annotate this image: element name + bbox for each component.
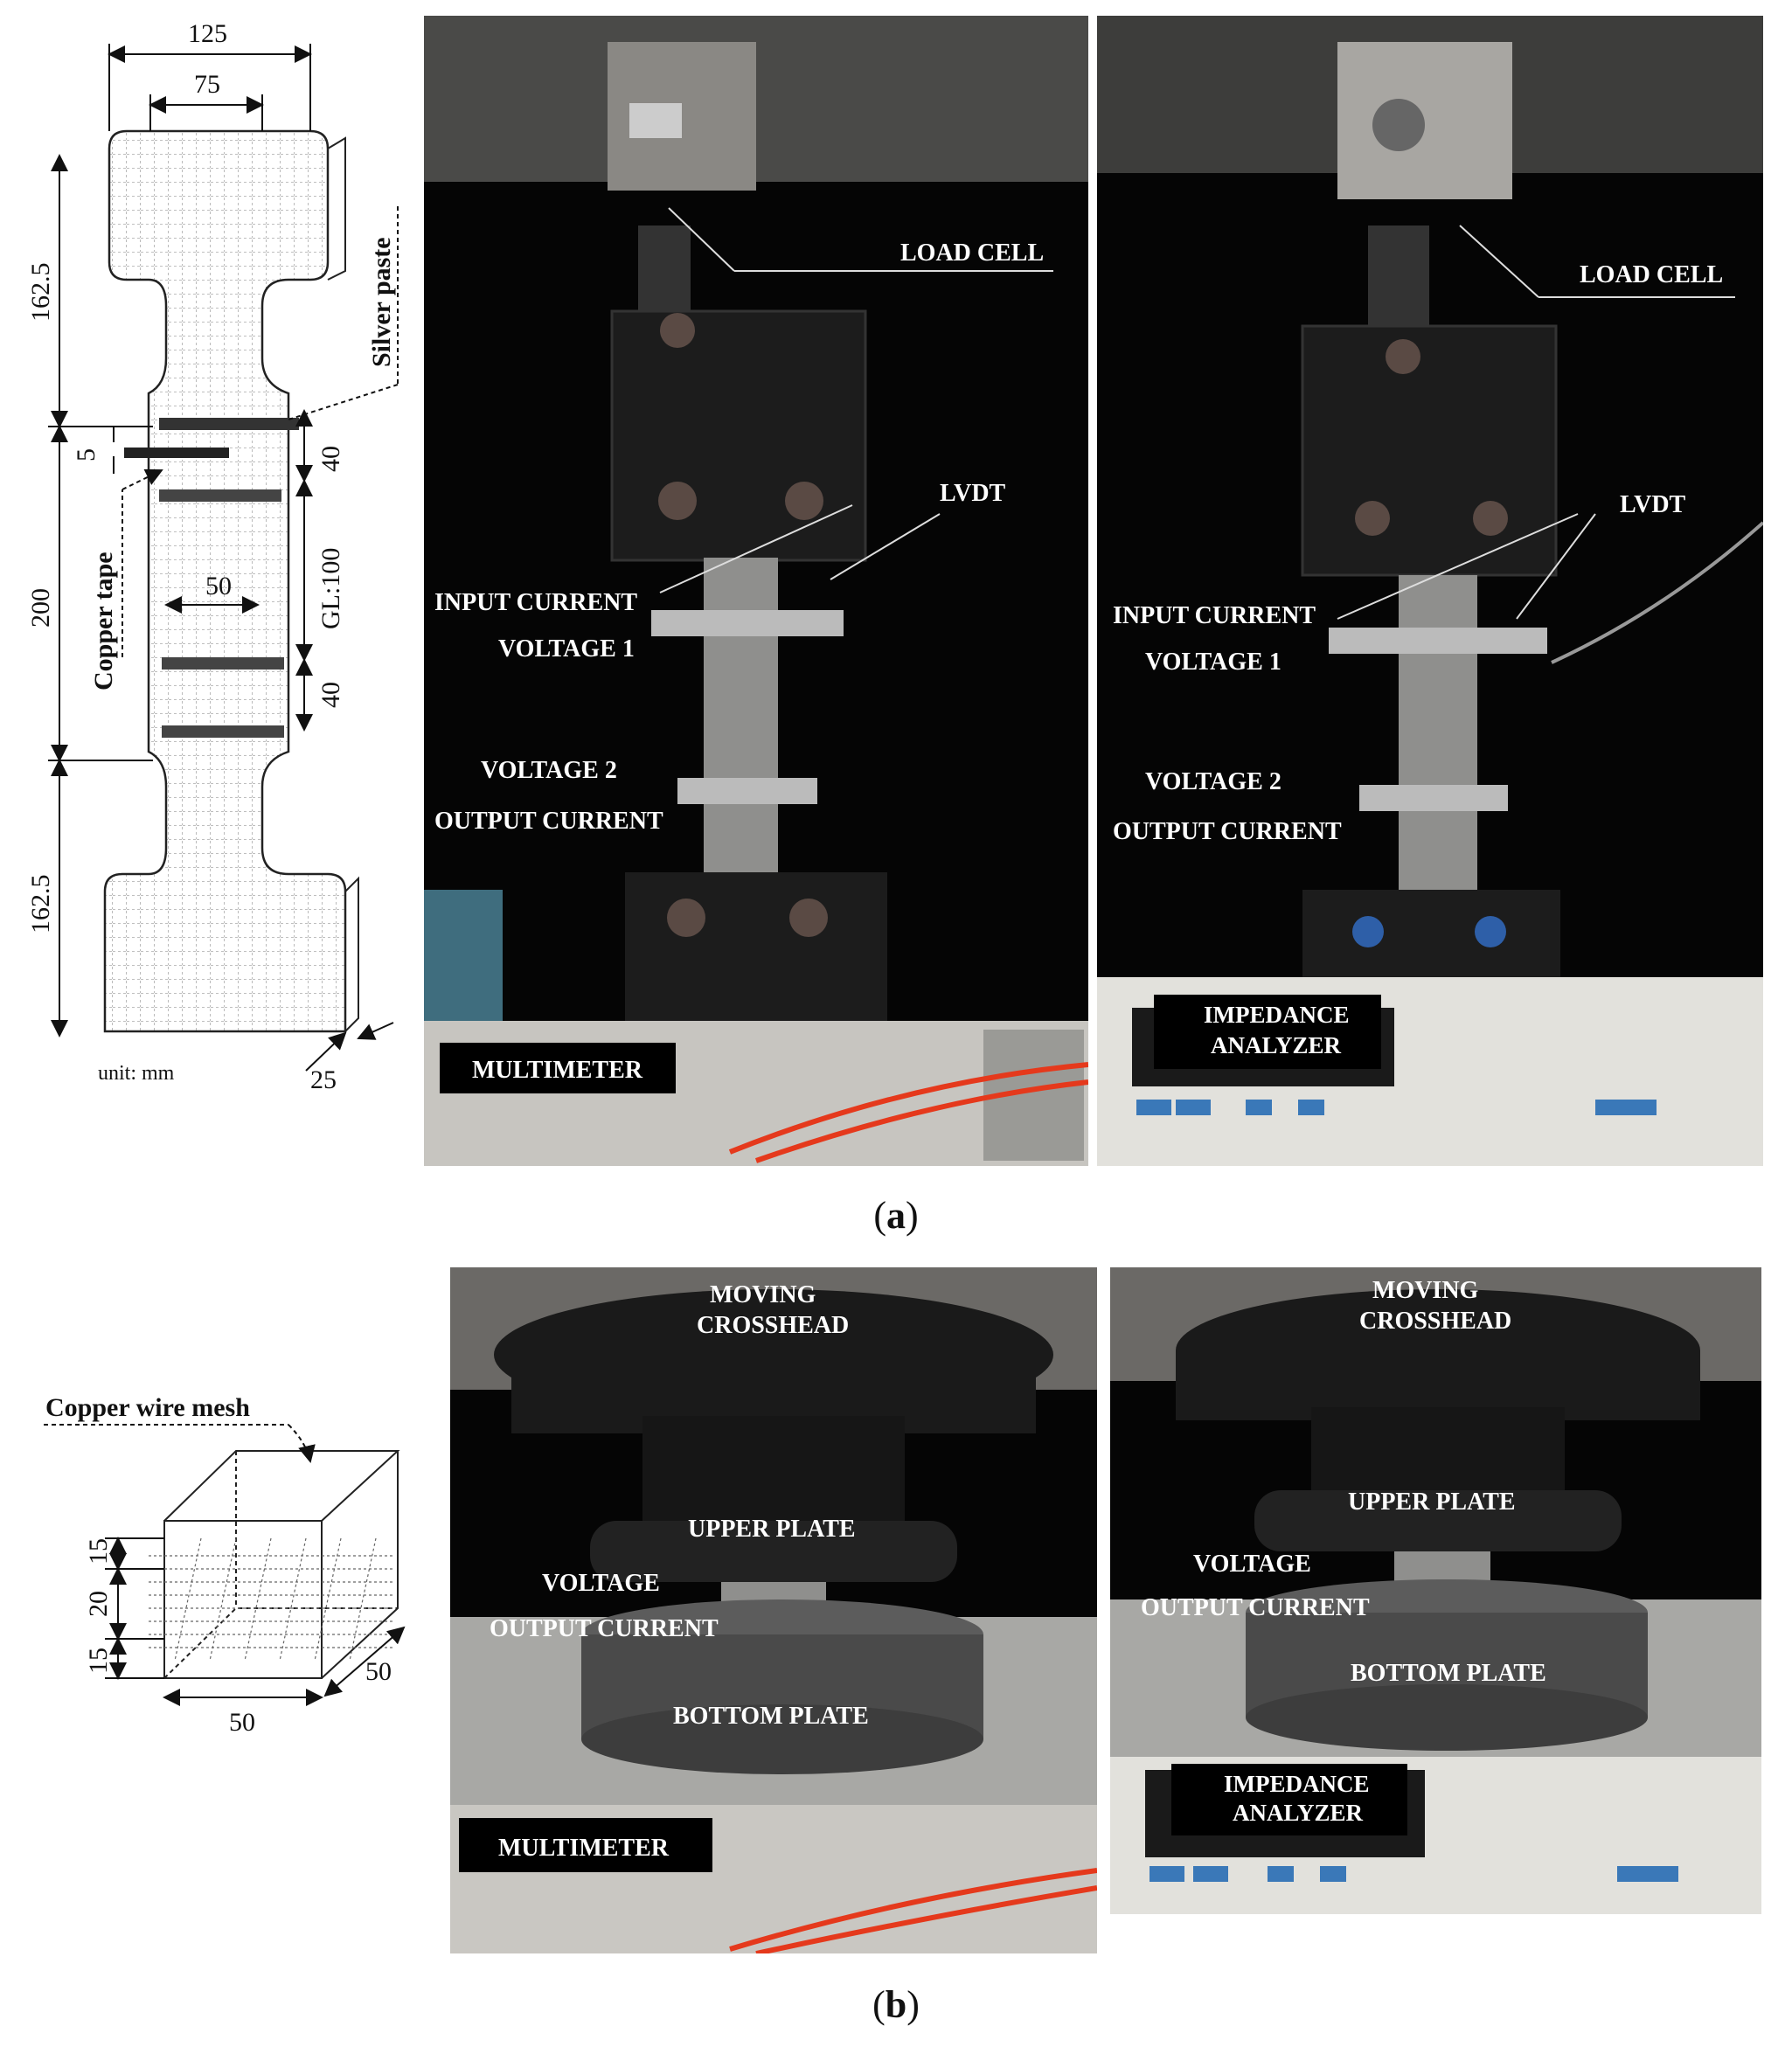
voltage-2-label: VOLTAGE 2 [1145, 768, 1281, 795]
crosshead-label-2: CROSSHEAD [1359, 1308, 1511, 1335]
dim-height-top: 162.5 [26, 263, 55, 323]
impedance-label-2: ANALYZER [1233, 1800, 1364, 1826]
photo-b-right: MOVING CROSSHEAD UPPER PLATE VOLTAGE OUT… [1110, 1267, 1761, 1914]
impedance-label-1: IMPEDANCE [1224, 1771, 1370, 1797]
photo-b-left: MOVING CROSSHEAD UPPER PLATE VOLTAGE OUT… [450, 1267, 1097, 1953]
voltage-1-label: VOLTAGE 1 [498, 635, 635, 663]
dogbone-drawing: 125 75 162.5 200 162.5 5 40 GL:100 40 50… [26, 19, 399, 1094]
dim-seg-bottom: 40 [316, 682, 345, 708]
caption-a: (a) [873, 1194, 919, 1237]
load-cell-label: LOAD CELL [900, 239, 1044, 267]
dim-gauge: GL:100 [316, 548, 345, 629]
multimeter-label: MULTIMETER [498, 1835, 670, 1862]
mesh-label: Copper wire mesh [45, 1393, 250, 1422]
multimeter-label: MULTIMETER [472, 1057, 643, 1084]
wire-mesh [149, 1537, 393, 1662]
dim-height-mid: 200 [26, 588, 55, 628]
caption-b: (b) [872, 1983, 920, 2026]
multimeter-label-box [459, 1818, 712, 1872]
voltage-2-label: VOLTAGE 2 [481, 757, 617, 784]
dim-seg-top: 40 [316, 446, 345, 472]
crosshead-label-1: MOVING [710, 1281, 816, 1308]
lvdt-label: LVDT [1620, 491, 1686, 518]
dim-inner-width: 50 [205, 572, 232, 600]
dim-50-side: 50 [365, 1657, 392, 1686]
bottom-plate-label: BOTTOM PLATE [673, 1703, 869, 1730]
dim-tape-width: 5 [72, 448, 101, 461]
output-current-label: OUTPUT CURRENT [1141, 1594, 1370, 1621]
voltage-label: VOLTAGE [1193, 1551, 1311, 1578]
dim-width-top: 125 [188, 19, 227, 48]
copper-strips [124, 418, 299, 738]
impedance-label-box [1171, 1764, 1407, 1835]
dim-15-top: 15 [84, 1538, 113, 1565]
lvdt-label: LVDT [940, 480, 1006, 507]
photo-a-left: LOAD CELL LVDT INPUT CURRENT VOLTAGE 1 V… [424, 16, 1088, 1166]
impedance-label-box [1154, 995, 1381, 1069]
output-current-label: OUTPUT CURRENT [1113, 818, 1342, 845]
copper-tape-label: Copper tape [89, 552, 118, 690]
bottom-plate-label: BOTTOM PLATE [1351, 1660, 1546, 1687]
cube-drawing: Copper wire mesh 15 20 15 50 50 [44, 1393, 406, 1737]
multimeter-label-box [440, 1043, 676, 1093]
dim-height-bottom: 162.5 [26, 875, 55, 934]
impedance-label-1: IMPEDANCE [1204, 1002, 1350, 1028]
crosshead-label-1: MOVING [1372, 1277, 1479, 1304]
dim-20: 20 [84, 1591, 113, 1617]
photo-a-right: LOAD CELL LVDT INPUT CURRENT VOLTAGE 1 V… [1097, 16, 1763, 1166]
load-cell-label: LOAD CELL [1580, 261, 1723, 288]
input-current-label: INPUT CURRENT [434, 589, 637, 616]
voltage-1-label: VOLTAGE 1 [1145, 649, 1281, 676]
dim-thickness: 25 [310, 1065, 337, 1094]
upper-plate-label: UPPER PLATE [688, 1516, 856, 1543]
dim-15-bottom: 15 [84, 1648, 113, 1674]
dim-50-bottom: 50 [229, 1708, 255, 1737]
upper-plate-label: UPPER PLATE [1348, 1488, 1516, 1516]
input-current-label: INPUT CURRENT [1113, 602, 1316, 629]
crosshead-label-2: CROSSHEAD [697, 1312, 849, 1339]
voltage-label: VOLTAGE [542, 1570, 660, 1597]
unit-label: unit: mm [98, 1062, 175, 1085]
output-current-label: OUTPUT CURRENT [434, 808, 663, 835]
silver-paste-label: Silver paste [367, 237, 396, 367]
impedance-label-2: ANALYZER [1211, 1032, 1342, 1058]
output-current-label: OUTPUT CURRENT [490, 1615, 719, 1642]
dim-width-neck: 75 [194, 70, 220, 99]
cube-front [163, 1520, 323, 1679]
